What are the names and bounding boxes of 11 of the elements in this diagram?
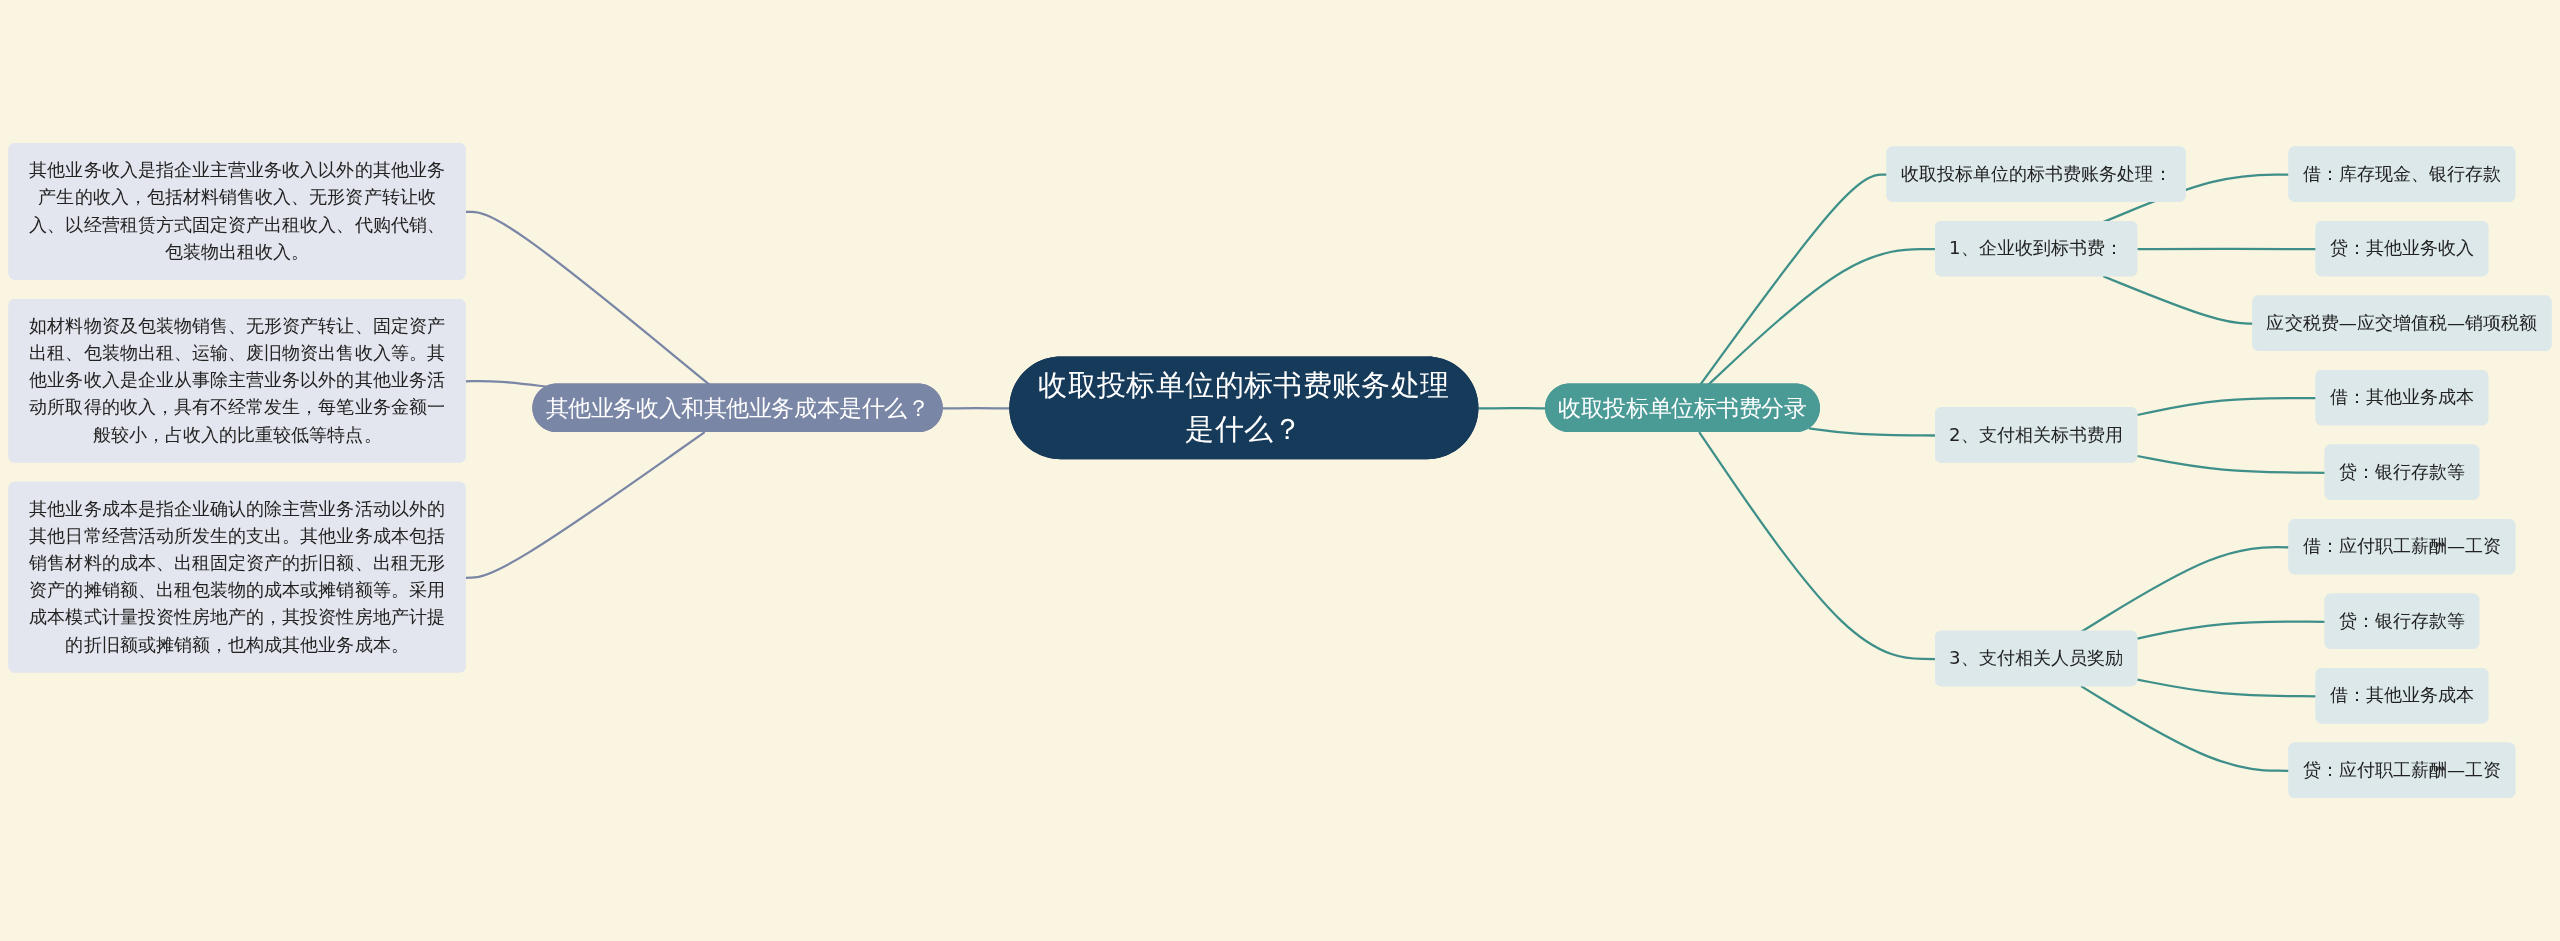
connector xyxy=(2137,678,2317,698)
connector xyxy=(2137,247,2317,251)
connector xyxy=(2137,454,2326,474)
connector xyxy=(2137,620,2326,640)
connector xyxy=(465,210,711,386)
connector xyxy=(465,380,548,388)
connector xyxy=(465,431,706,579)
connector xyxy=(2080,546,2290,633)
connector xyxy=(1699,173,1888,386)
connector xyxy=(2137,397,2317,417)
connector xyxy=(2080,685,2290,772)
